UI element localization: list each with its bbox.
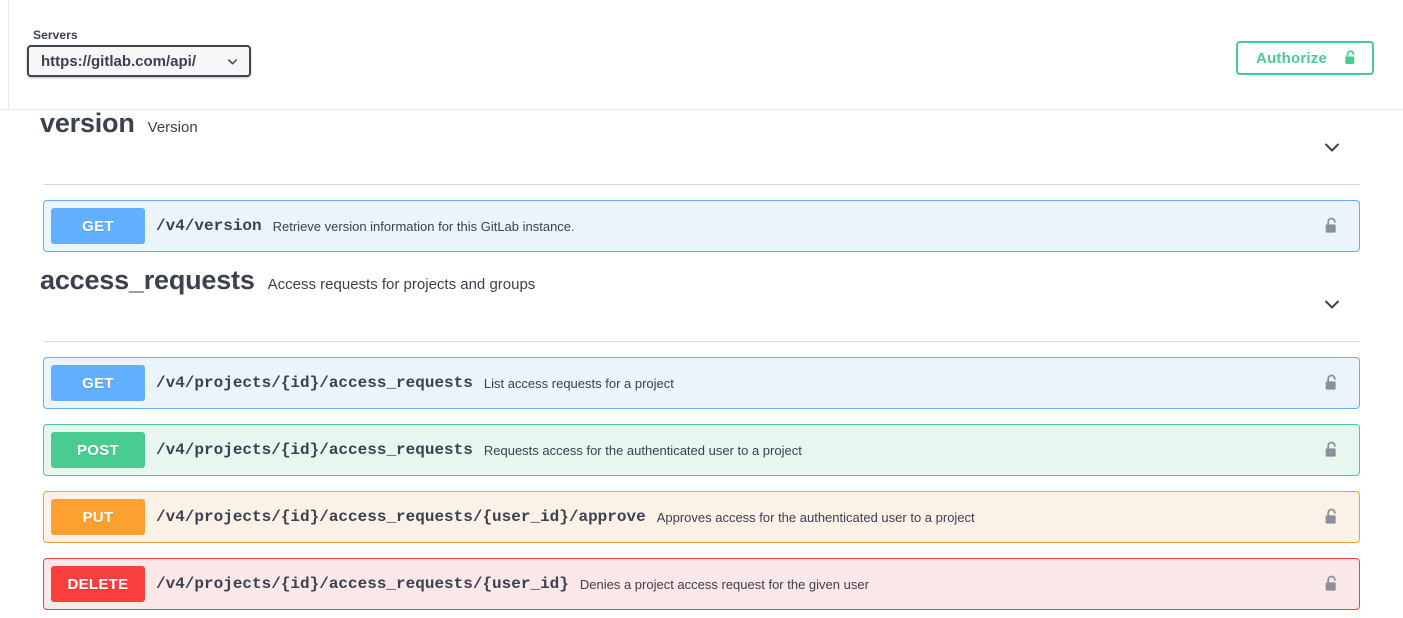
operation-row[interactable]: POST /v4/projects/{id}/access_requests R… <box>43 424 1360 476</box>
operation-row[interactable]: PUT /v4/projects/{id}/access_requests/{u… <box>43 491 1360 543</box>
tag-header-text: version Version <box>40 110 1320 137</box>
operation-path: /v4/projects/{id}/access_requests/{user_… <box>156 508 646 526</box>
operation-method-badge: GET <box>51 365 145 401</box>
operation-summary: Approves access for the authenticated us… <box>656 509 975 525</box>
unlock-icon[interactable] <box>1323 440 1340 460</box>
operation-path: /v4/projects/{id}/access_requests <box>156 441 473 459</box>
operation-summary: Denies a project access request for the … <box>579 576 869 592</box>
operations-wrapper: version Version GET /v4/version Retrieve… <box>0 110 1403 610</box>
unlock-icon <box>1343 49 1358 67</box>
operation-method-badge: DELETE <box>51 566 145 602</box>
tag-section-version: version Version GET /v4/version Retrieve… <box>15 110 1388 252</box>
tag-description: Version <box>147 119 198 136</box>
tag-divider <box>43 184 1360 185</box>
tag-name: version <box>40 108 135 138</box>
servers-label: Servers <box>33 28 78 42</box>
unlock-icon[interactable] <box>1323 216 1340 236</box>
chevron-down-icon <box>225 54 240 69</box>
chevron-down-icon[interactable] <box>1320 135 1344 159</box>
tag-description: Access requests for projects and groups <box>267 276 536 293</box>
operation-row[interactable]: GET /v4/version Retrieve version informa… <box>43 200 1360 252</box>
operation-list-access-requests: GET /v4/projects/{id}/access_requests Li… <box>15 357 1388 610</box>
unlock-icon[interactable] <box>1323 574 1340 594</box>
operation-path: /v4/projects/{id}/access_requests <box>156 374 473 392</box>
operation-summary: Requests access for the authenticated us… <box>483 442 802 458</box>
operation-path: /v4/version <box>156 217 262 235</box>
authorize-button[interactable]: Authorize <box>1236 41 1374 75</box>
tag-header-text: access_requests Access requests for proj… <box>40 267 1320 294</box>
tag-divider <box>43 341 1360 342</box>
authorize-button-label: Authorize <box>1256 49 1327 67</box>
operation-path: /v4/projects/{id}/access_requests/{user_… <box>156 575 569 593</box>
unlock-icon[interactable] <box>1323 507 1340 527</box>
tag-header-access-requests[interactable]: access_requests Access requests for proj… <box>15 267 1388 341</box>
operation-method-badge: POST <box>51 432 145 468</box>
server-select[interactable]: https://gitlab.com/api/ <box>27 45 251 77</box>
tag-section-access-requests: access_requests Access requests for proj… <box>15 267 1388 610</box>
chevron-down-icon[interactable] <box>1320 292 1344 316</box>
servers-block: Servers https://gitlab.com/api/ <box>27 28 251 77</box>
operation-summary: List access requests for a project <box>483 375 674 391</box>
operation-row[interactable]: GET /v4/projects/{id}/access_requests Li… <box>43 357 1360 409</box>
operation-method-badge: GET <box>51 208 145 244</box>
server-select-value: https://gitlab.com/api/ <box>41 52 197 70</box>
tag-header-version[interactable]: version Version <box>15 110 1388 184</box>
operation-row[interactable]: DELETE /v4/projects/{id}/access_requests… <box>43 558 1360 610</box>
operation-summary: Retrieve version information for this Gi… <box>272 218 575 234</box>
operation-list-version: GET /v4/version Retrieve version informa… <box>15 200 1388 252</box>
unlock-icon[interactable] <box>1323 373 1340 393</box>
operation-method-badge: PUT <box>51 499 145 535</box>
servers-bar: Servers https://gitlab.com/api/ Authoriz… <box>0 0 1403 110</box>
tag-name: access_requests <box>40 265 255 295</box>
